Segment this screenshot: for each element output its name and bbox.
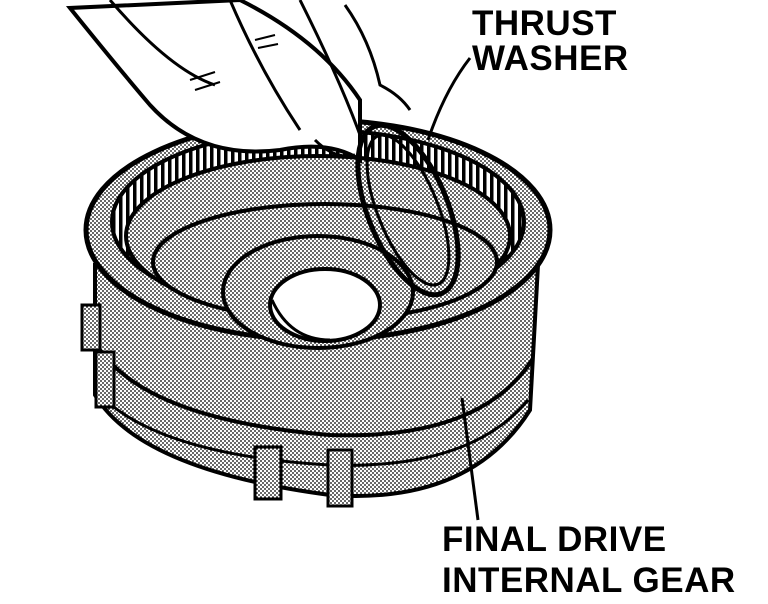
thrust-washer <box>355 122 461 298</box>
final-drive-internal-gear-label: FINAL DRIVE INTERNAL GEAR <box>442 522 736 604</box>
thrust-washer-label-line-2: WASHER <box>472 39 629 78</box>
hand-fingers <box>65 0 412 164</box>
thrust-washer-label: THRUST WASHER <box>472 6 629 76</box>
gear-label-line-2: INTERNAL GEAR <box>442 561 736 600</box>
thrust-washer-label-line-1: THRUST <box>472 4 617 43</box>
gear-hub <box>151 202 499 350</box>
internal-gear-leader <box>460 397 480 521</box>
thrust-washer-leader <box>426 57 472 141</box>
gear-label-line-1: FINAL DRIVE <box>442 520 667 559</box>
